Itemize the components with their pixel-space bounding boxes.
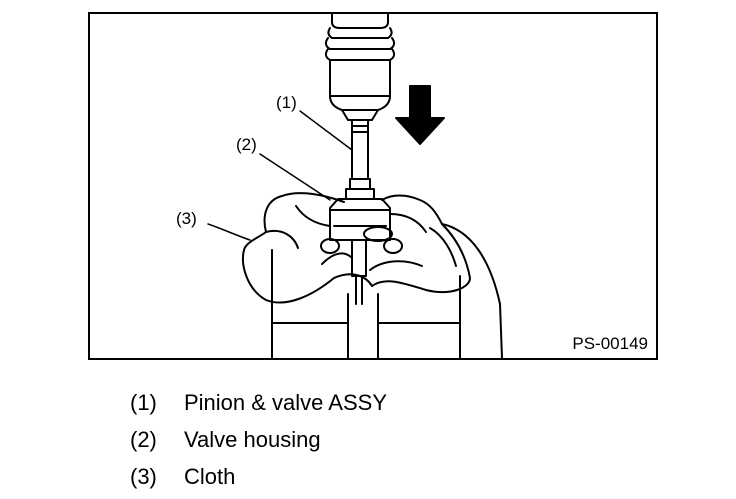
pinion-shaft — [345, 119, 375, 200]
valve-housing-shape — [320, 198, 403, 305]
press-head — [324, 14, 396, 121]
legend-number: (1) — [130, 390, 157, 415]
callout-label-1: (1) — [276, 93, 297, 112]
illustration-frame: (1) (2) (3) PS-00149 — [88, 12, 658, 360]
legend-text: Valve housing — [184, 427, 321, 452]
callout-leader-3 — [207, 223, 251, 241]
legend-number: (2) — [130, 427, 157, 452]
legend-text: Cloth — [184, 464, 236, 489]
figure-code: PS-00149 — [572, 334, 648, 353]
callout-leader-1 — [299, 110, 353, 151]
callout-label-2: (2) — [236, 135, 257, 154]
callout-leader-2 — [259, 153, 331, 201]
down-arrow-icon — [395, 85, 445, 145]
legend-number: (3) — [130, 464, 157, 489]
cloth-shape — [242, 192, 503, 358]
callout-label-3: (3) — [176, 209, 197, 228]
assembly-illustration — [207, 14, 503, 358]
legend-text: Pinion & valve ASSY — [184, 390, 388, 415]
